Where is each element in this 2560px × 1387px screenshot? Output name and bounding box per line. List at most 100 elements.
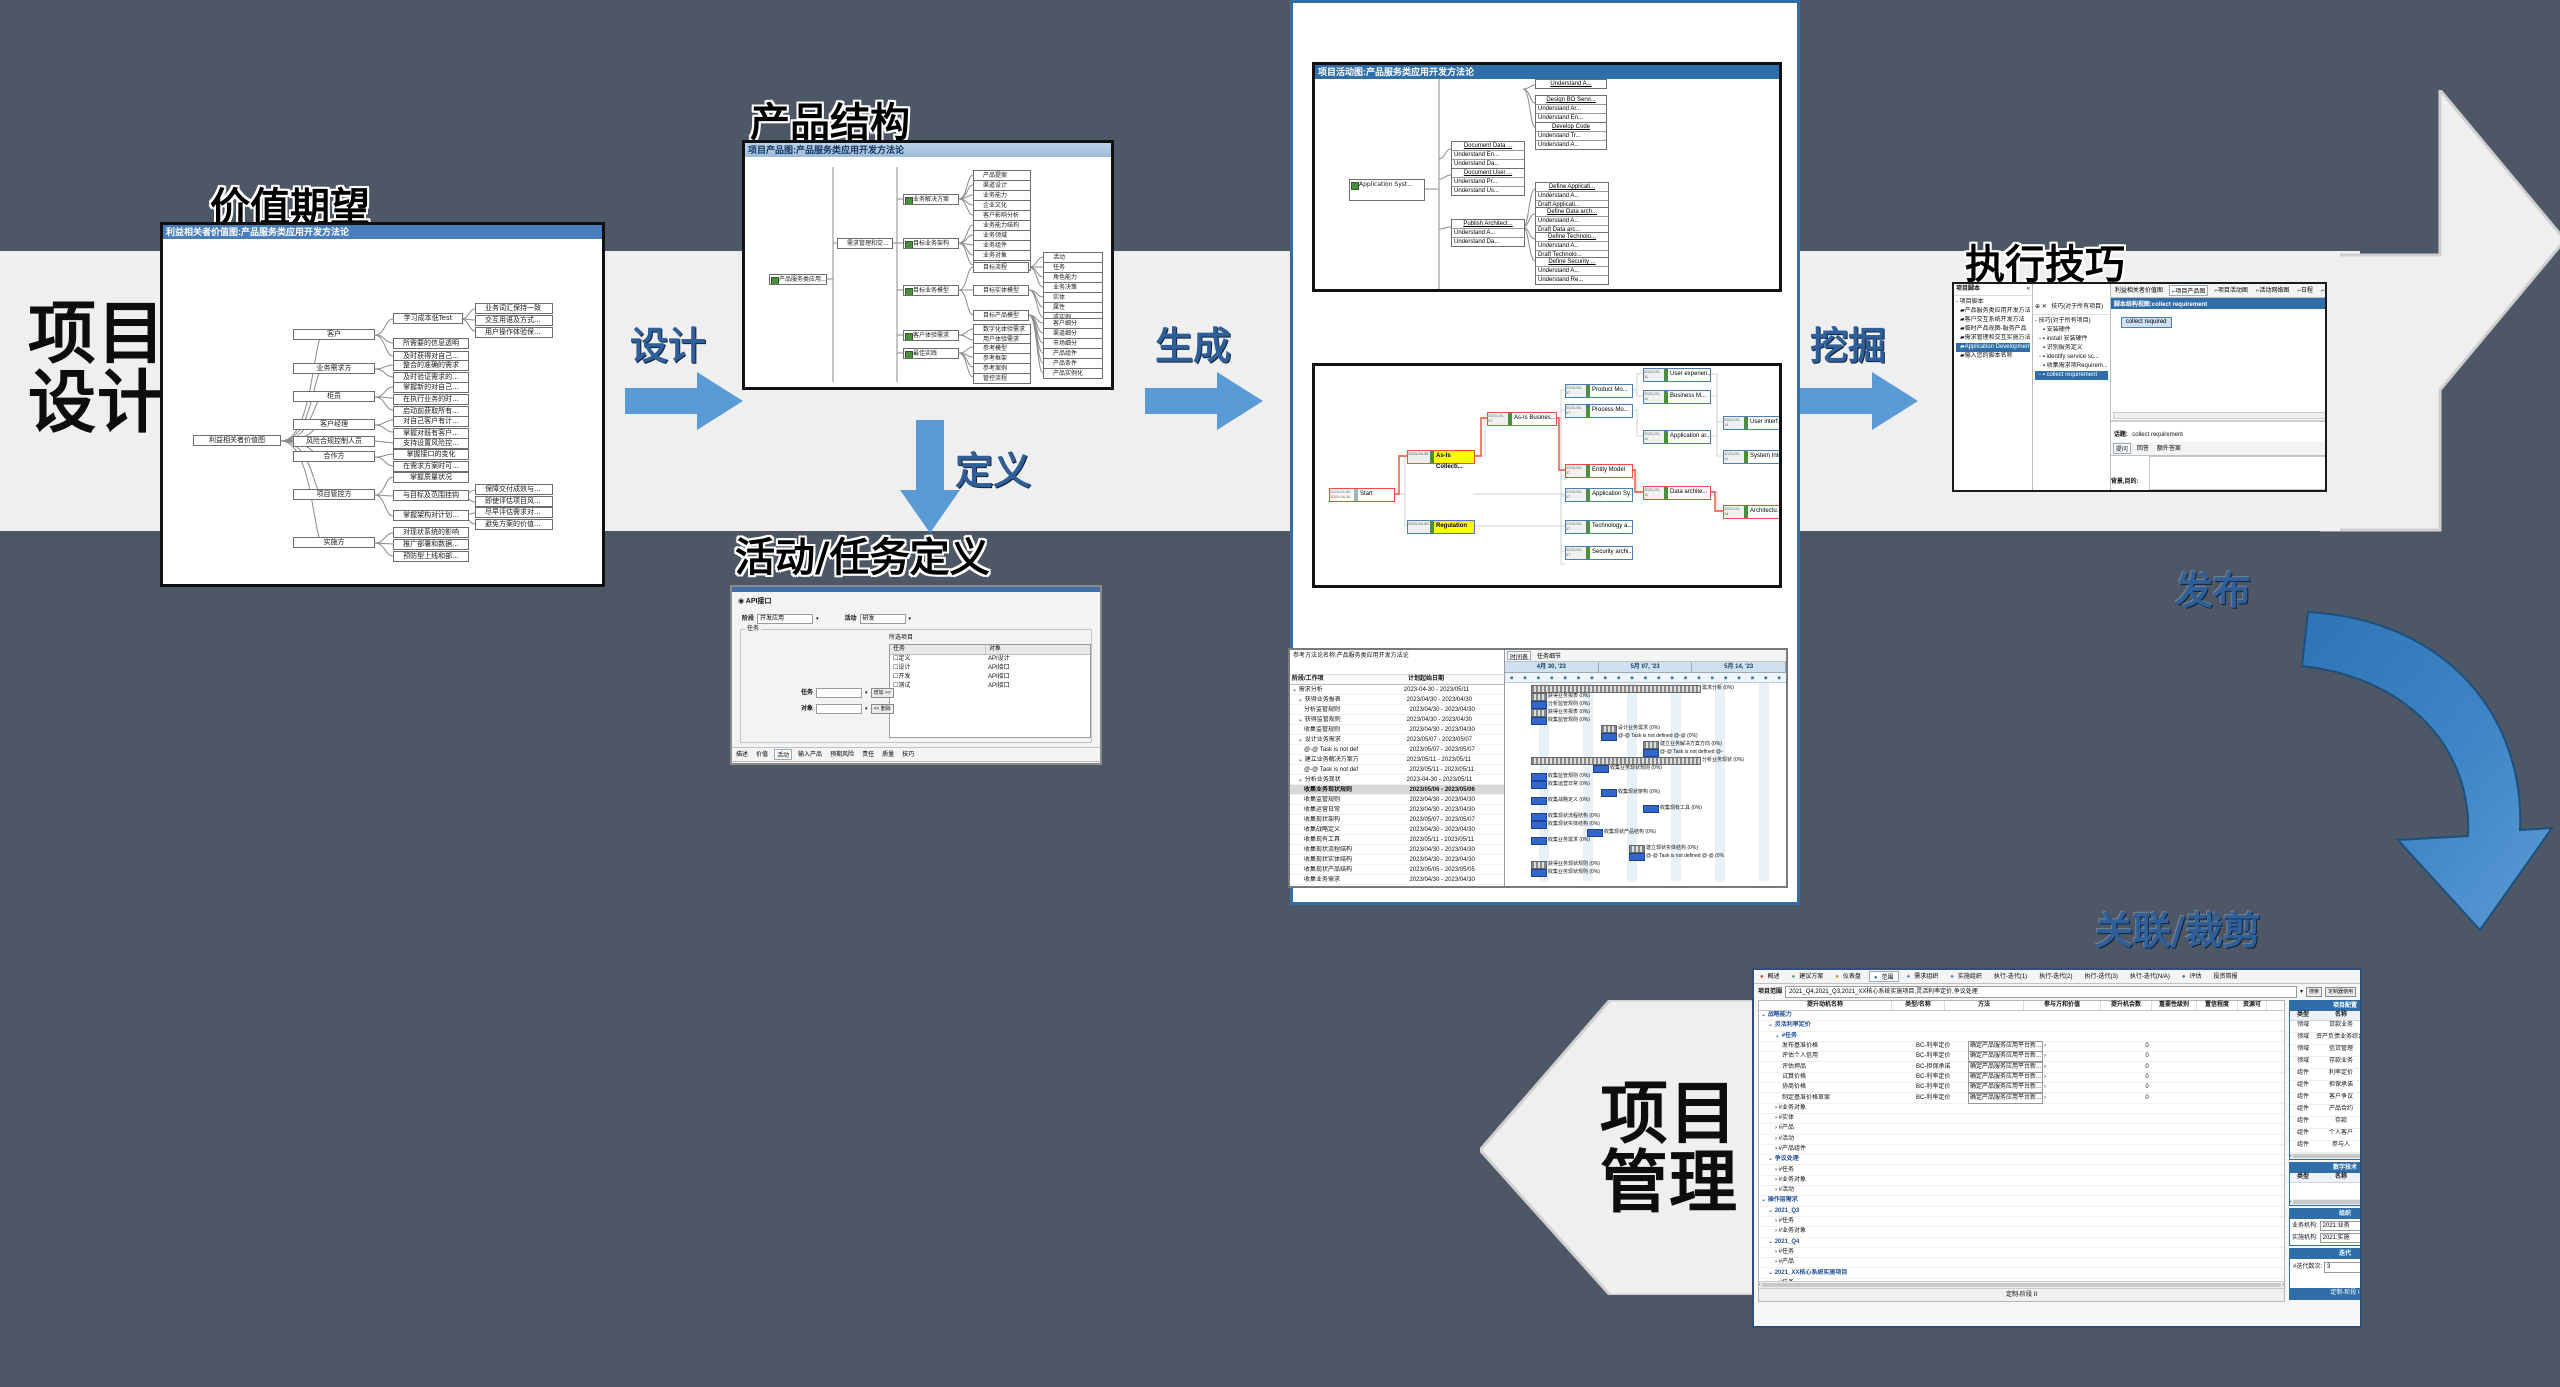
pm-tab-0[interactable]: ●概述 xyxy=(1756,971,1784,982)
mindmap-branch-business-demander[interactable]: 业务需求方 xyxy=(293,363,375,374)
mindmap-leaf[interactable]: 尽早评估需求对... xyxy=(475,507,553,518)
activity-root-node[interactable]: Application Syst... xyxy=(1349,179,1425,201)
tab-3[interactable]: 输入产品 xyxy=(798,752,823,758)
task-node-as-is-collecting[interactable]: 2023-04-30 As-Is Collecti... xyxy=(1407,450,1475,470)
mindmap-leaf[interactable]: 掌握新的对自己... xyxy=(393,382,469,393)
bottom-tabbar[interactable]: 描述价值活动输入产品预期风险责任质量技巧 xyxy=(732,747,1100,762)
gantt-bar[interactable] xyxy=(1601,725,1617,733)
pm-method-expand[interactable]: › xyxy=(2044,1094,2046,1101)
tab-2[interactable]: 活动 xyxy=(774,749,793,760)
answer-tabbar[interactable]: 提问回答额外答案 xyxy=(2110,442,2325,456)
task-node-regulation[interactable]: 2023-04-30 Regulation xyxy=(1407,520,1475,534)
mindmap-node-goal-scope[interactable]: 与目标及范围挂钩 xyxy=(393,490,469,501)
gantt-bar[interactable] xyxy=(1643,749,1659,757)
activity-node[interactable]: Understand A... xyxy=(1535,79,1607,89)
select-stage[interactable]: 开发应用 xyxy=(757,614,814,624)
delete-button[interactable]: << 删除 xyxy=(870,704,894,714)
gantt-bar[interactable] xyxy=(1531,861,1547,869)
plan-tab-0[interactable]: 时间表 xyxy=(1507,651,1532,661)
mindmap-leaf[interactable]: 掌握质量状况 xyxy=(393,472,469,483)
mindmap-leaf[interactable]: 用户操作体验保... xyxy=(475,327,553,338)
mindmap-leaf[interactable]: 整合的准确的需求 xyxy=(393,360,469,371)
mindmap-node[interactable]: 目标流程 xyxy=(973,262,1029,273)
pm-row[interactable]: › #实体 xyxy=(1759,1114,2284,1125)
window-product-map[interactable]: 项目产品图:产品服务类应用开发方法论 xyxy=(742,140,1114,390)
chevron-down-icon[interactable]: ▾ xyxy=(816,616,819,622)
mindmap-leaf[interactable]: 所需要的信息透明 xyxy=(393,338,469,349)
chevron-down-icon[interactable]: ▾ xyxy=(865,690,868,696)
tech-scrollbar[interactable]: ‹› xyxy=(2290,1199,2360,1205)
mindmap-activity-canvas[interactable]: Application Syst... Understand A... Desi… xyxy=(1315,79,1779,289)
activity-node[interactable]: Publish Architect... Understand A... Und… xyxy=(1451,219,1525,247)
mindmap-leaf[interactable]: 管控流程 xyxy=(973,373,1031,384)
config-row[interactable]: 领域信贷管理产品服▾ xyxy=(2290,1045,2360,1057)
config-row[interactable]: 组件产品合约产品服▾ xyxy=(2290,1105,2360,1117)
activity-node[interactable]: Define Data arch... Understand A... Draf… xyxy=(1535,207,1609,235)
gantt-bar[interactable] xyxy=(1531,685,1701,693)
activity-node[interactable]: Document Data ... Understand En... Under… xyxy=(1451,141,1525,169)
window-project-plan[interactable]: 参考方法论名称:产品服务类应用开发方法论 阶段/工作项 计划起始日期 ⌄ 需求分… xyxy=(1288,648,1788,888)
window-value-map[interactable]: 利益相关者价值图:产品服务类应用开发方法论 xyxy=(160,222,605,587)
config-row[interactable]: 组件个人客户产品服▾ xyxy=(2290,1129,2360,1141)
activity-node[interactable]: Define Technolo... Understand A... Draft… xyxy=(1535,232,1609,260)
gantt-bar[interactable] xyxy=(1601,789,1617,797)
editor-tab-2[interactable]: ⌐项目活动图 xyxy=(2214,288,2248,294)
config-scrollbar[interactable]: ‹› xyxy=(2290,1153,2360,1159)
tab-5[interactable]: 责任 xyxy=(862,752,875,758)
customize-phase-2-button[interactable]: 定制-阶段 II xyxy=(1759,1288,2284,1301)
gantt-bar[interactable] xyxy=(1531,717,1547,725)
collapse-icon[interactable]: « xyxy=(2026,286,2030,292)
script-tree-item[interactable]: ▰输入您的脚本名称 xyxy=(1960,353,2013,359)
pm-row[interactable]: ⌄ 战略能力 xyxy=(1759,1011,2284,1022)
mindmap-leaf[interactable]: 避免方案的价值... xyxy=(475,519,553,530)
config-row[interactable]: 组件客户争议产品服▾ xyxy=(2290,1093,2360,1105)
config-row[interactable]: 组件利率定价产品服▾ xyxy=(2290,1069,2360,1081)
editor-tab-5[interactable]: ⌐技巧 xyxy=(2320,288,2325,294)
select-task[interactable] xyxy=(816,688,862,698)
pm-method-expand[interactable]: › xyxy=(2044,1053,2046,1060)
pm-tab-11[interactable]: 投资简报 xyxy=(2210,971,2242,982)
script-tree-item[interactable]: ▰产品服务类应用开发方法 xyxy=(1960,308,2030,314)
pm-method-expand[interactable]: › xyxy=(2044,1073,2046,1080)
pm-tab-7[interactable]: 执行-迭代(2) xyxy=(2035,971,2076,982)
pm-row[interactable]: ⌄ 2021_Q4 xyxy=(1759,1238,2284,1248)
mindmap-node-learning-cost[interactable]: 学习成本低Test xyxy=(393,313,463,324)
grid-scrollbar-horizontal[interactable]: ‹ › xyxy=(1759,1281,2284,1288)
config-row[interactable]: 领域资产负债业务综合...产品服▾ xyxy=(2290,1033,2360,1045)
gantt-bar[interactable] xyxy=(1531,797,1547,805)
mindmap-root[interactable]: 利益相关者价值图 xyxy=(193,435,281,446)
answer-tab-0[interactable]: 提问 xyxy=(2112,443,2131,454)
mindmap-value-canvas[interactable]: 利益相关者价值图 客户 学习成本低Test 业务词汇保持一致 交互用语及方式..… xyxy=(163,239,602,584)
customize-phase-1-button[interactable]: 定制-阶段 I xyxy=(2290,1288,2360,1299)
skills-tree-item[interactable]: - 技巧(对于所有项目) xyxy=(2035,318,2091,324)
pm-tab-6[interactable]: 执行-迭代(1) xyxy=(1990,971,2031,982)
select-object[interactable] xyxy=(816,704,862,714)
gantt-bar[interactable] xyxy=(1629,845,1645,853)
window-project-management[interactable]: ●概述●建议方案●仪表盘●范围●需求组织●实施组织执行-迭代(1)执行-迭代(2… xyxy=(1752,968,2362,1328)
pm-tab-1[interactable]: ●建议方案 xyxy=(1788,971,1828,982)
mindmap-leaf[interactable]: 推广部署和数据... xyxy=(393,539,469,550)
mindmap-branch-partner[interactable]: 合作方 xyxy=(293,451,375,462)
